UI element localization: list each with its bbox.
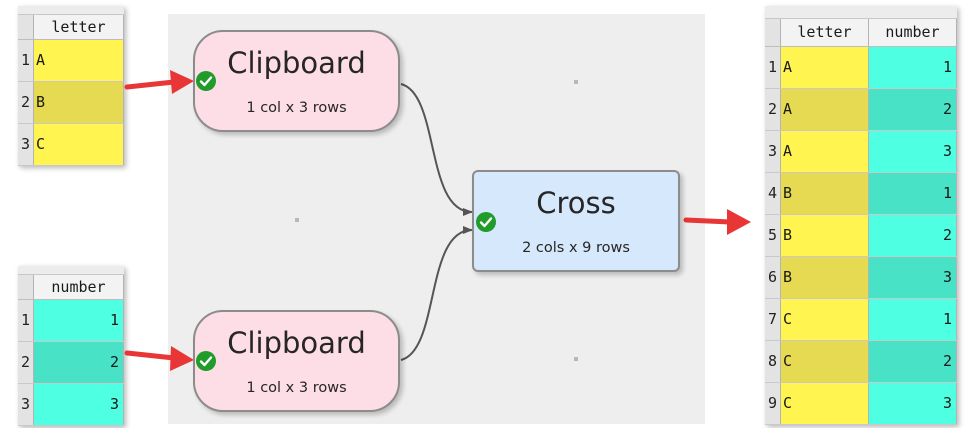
number-cell[interactable]: 3 bbox=[34, 384, 124, 425]
cross-node[interactable]: Cross 2 cols x 9 rows bbox=[472, 170, 680, 272]
row-index: 2 bbox=[765, 89, 781, 130]
number-cell[interactable]: 1 bbox=[34, 300, 124, 341]
table-header-row: letter bbox=[18, 15, 124, 40]
letter-cell[interactable]: A bbox=[781, 131, 869, 172]
table-row: 6 B 3 bbox=[765, 257, 957, 299]
canvas-dot bbox=[574, 357, 578, 361]
table-toolbar-strip bbox=[765, 6, 957, 19]
number-cell[interactable]: 1 bbox=[869, 173, 957, 214]
index-header bbox=[18, 15, 34, 39]
node-title: Clipboard bbox=[227, 326, 366, 360]
number-cell[interactable]: 2 bbox=[34, 342, 124, 383]
table-header-row: letter number bbox=[765, 19, 957, 47]
arrow-icon bbox=[124, 346, 194, 371]
column-header-letter[interactable]: letter bbox=[781, 19, 869, 46]
node-title: Cross bbox=[536, 186, 616, 220]
connector-top bbox=[400, 83, 473, 216]
table-row: 3 C bbox=[18, 124, 124, 166]
letter-cell[interactable]: B bbox=[781, 215, 869, 256]
table-row: 8 C 2 bbox=[765, 341, 957, 383]
canvas-dot bbox=[574, 80, 578, 84]
table-row: 7 C 1 bbox=[765, 299, 957, 341]
number-cell[interactable]: 3 bbox=[869, 257, 957, 298]
table-row: 2 2 bbox=[18, 342, 124, 384]
number-cell[interactable]: 1 bbox=[869, 299, 957, 340]
table-row: 4 B 1 bbox=[765, 173, 957, 215]
number-cell[interactable]: 1 bbox=[869, 47, 957, 88]
index-header bbox=[765, 19, 781, 46]
index-header bbox=[18, 275, 34, 299]
letter-cell[interactable]: B bbox=[781, 173, 869, 214]
letter-cell[interactable]: C bbox=[781, 341, 869, 382]
table-row: 2 A 2 bbox=[765, 89, 957, 131]
letter-cell[interactable]: C bbox=[781, 299, 869, 340]
letter-cell[interactable]: A bbox=[34, 40, 124, 81]
clipboard-node-top[interactable]: Clipboard 1 col x 3 rows bbox=[193, 30, 400, 132]
column-header-letter[interactable]: letter bbox=[34, 15, 124, 39]
table-row: 9 C 3 bbox=[765, 383, 957, 425]
letter-cell[interactable]: B bbox=[34, 82, 124, 123]
letter-cell[interactable]: C bbox=[781, 383, 869, 424]
row-index: 3 bbox=[18, 124, 34, 165]
canvas-dot bbox=[295, 218, 299, 222]
node-title: Clipboard bbox=[227, 46, 366, 80]
table-toolbar-strip bbox=[18, 266, 124, 275]
number-cell[interactable]: 2 bbox=[869, 215, 957, 256]
number-cell[interactable]: 2 bbox=[869, 341, 957, 382]
letter-cell[interactable]: A bbox=[781, 89, 869, 130]
number-cell[interactable]: 3 bbox=[869, 131, 957, 172]
row-index: 1 bbox=[18, 40, 34, 81]
input-letter-table: letter 1 A 2 B 3 C bbox=[18, 6, 124, 166]
output-table: letter number 1 A 1 2 A 2 3 A 3 4 B 1 5 … bbox=[765, 6, 957, 425]
row-index: 2 bbox=[18, 342, 34, 383]
table-row: 2 B bbox=[18, 82, 124, 124]
row-index: 8 bbox=[765, 341, 781, 382]
row-index: 5 bbox=[765, 215, 781, 256]
row-index: 3 bbox=[765, 131, 781, 172]
row-index: 3 bbox=[18, 384, 34, 425]
table-row: 3 A 3 bbox=[765, 131, 957, 173]
input-number-table: number 1 1 2 2 3 3 bbox=[18, 266, 124, 426]
table-row: 1 A bbox=[18, 40, 124, 82]
letter-cell[interactable]: A bbox=[781, 47, 869, 88]
column-header-number[interactable]: number bbox=[34, 275, 124, 299]
table-row: 1 A 1 bbox=[765, 47, 957, 89]
arrow-icon bbox=[124, 70, 194, 94]
row-index: 9 bbox=[765, 383, 781, 424]
table-header-row: number bbox=[18, 275, 124, 300]
number-cell[interactable]: 3 bbox=[869, 383, 957, 424]
connector-bottom bbox=[400, 226, 473, 361]
number-cell[interactable]: 2 bbox=[869, 89, 957, 130]
checkmark-icon bbox=[196, 351, 216, 371]
row-index: 1 bbox=[18, 300, 34, 341]
row-index: 7 bbox=[765, 299, 781, 340]
clipboard-node-bottom[interactable]: Clipboard 1 col x 3 rows bbox=[193, 310, 400, 412]
row-index: 2 bbox=[18, 82, 34, 123]
row-index: 6 bbox=[765, 257, 781, 298]
checkmark-icon bbox=[196, 71, 216, 91]
arrow-icon bbox=[683, 209, 751, 235]
row-index: 1 bbox=[765, 47, 781, 88]
row-index: 4 bbox=[765, 173, 781, 214]
letter-cell[interactable]: B bbox=[781, 257, 869, 298]
letter-cell[interactable]: C bbox=[34, 124, 124, 165]
node-subtitle: 2 cols x 9 rows bbox=[522, 240, 630, 256]
table-row: 1 1 bbox=[18, 300, 124, 342]
node-subtitle: 1 col x 3 rows bbox=[246, 380, 347, 396]
checkmark-icon bbox=[476, 212, 496, 232]
table-row: 5 B 2 bbox=[765, 215, 957, 257]
table-row: 3 3 bbox=[18, 384, 124, 426]
column-header-number[interactable]: number bbox=[869, 19, 957, 46]
node-subtitle: 1 col x 3 rows bbox=[246, 100, 347, 116]
table-toolbar-strip bbox=[18, 6, 124, 15]
